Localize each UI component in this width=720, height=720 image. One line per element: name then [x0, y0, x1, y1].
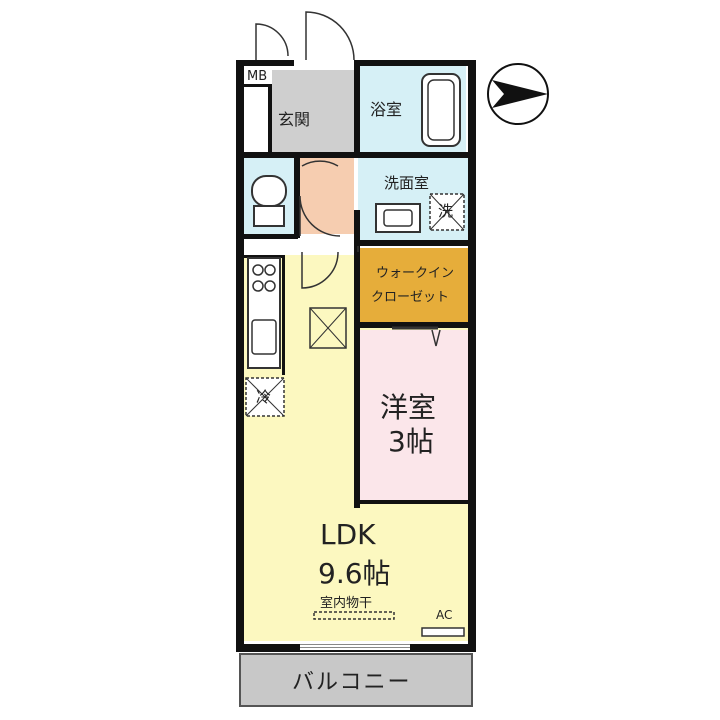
washer-space: [429, 193, 465, 231]
balcony-label: バルコニー: [292, 670, 412, 695]
kitchen-counter: [247, 257, 281, 369]
fridge-symbol: 冷: [256, 388, 272, 406]
toilet-bowl: [251, 175, 287, 227]
ldk-name: LDK: [320, 518, 376, 551]
storage-hatch: [309, 307, 347, 349]
ac-label: AC: [436, 608, 453, 622]
indoor-dry-label: 室内物干: [320, 596, 373, 611]
fridge-space: [245, 377, 285, 417]
washer-symbol: 洗: [438, 202, 454, 220]
hall-fill: [300, 158, 354, 234]
wic-fill: [358, 248, 470, 324]
bathtub: [421, 73, 461, 147]
bath-label: 浴室: [370, 100, 403, 119]
indoor-dry-rod: [313, 611, 395, 620]
ldk-size: 9.6帖: [318, 557, 391, 590]
balcony-window: [300, 644, 410, 650]
western-room-size: 3帖: [388, 425, 434, 458]
north-arrow-icon: [487, 63, 549, 125]
wash-basin: [375, 203, 421, 233]
interior-walls: [236, 60, 476, 508]
wic-label-line1: ウォークイン: [376, 266, 455, 281]
balcony-fill: [239, 653, 473, 707]
western-room-name: 洋室: [380, 391, 437, 424]
genkan-label: 玄関: [278, 110, 311, 129]
washroom-label: 洗面室: [384, 174, 430, 192]
ac-unit: [421, 627, 465, 637]
western-room-fill: [358, 330, 470, 502]
mb-label: MB: [247, 69, 268, 84]
wic-label-line2: クローゼット: [371, 290, 450, 305]
door-swings: [255, 11, 441, 347]
genkan-fill: [272, 70, 356, 152]
